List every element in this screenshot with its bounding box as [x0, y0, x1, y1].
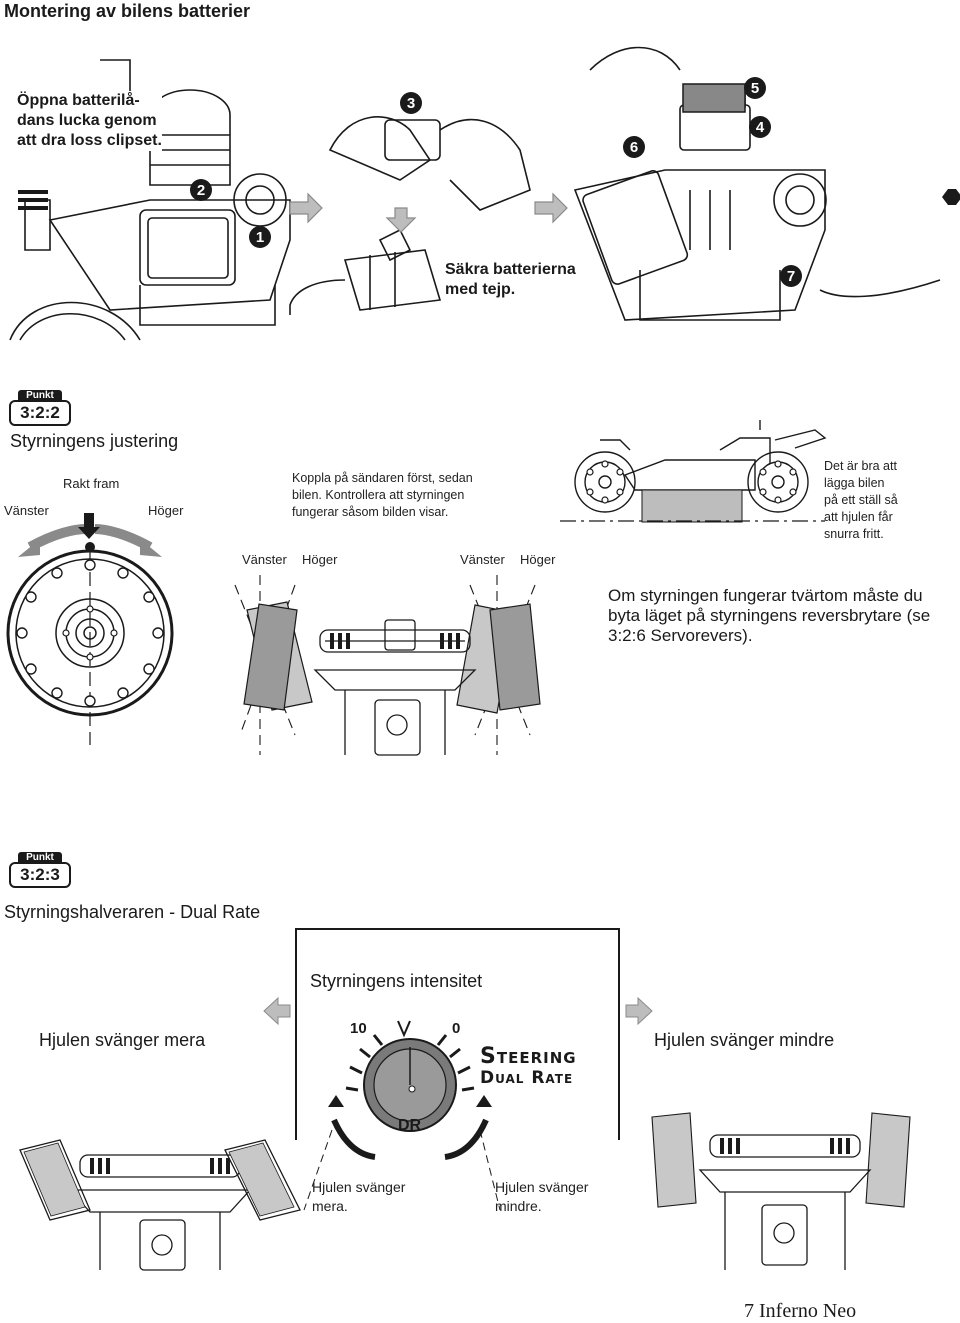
turns-less-label: Hjulen svänger mindre: [654, 1030, 835, 1050]
arrow-right-icon: [534, 192, 568, 224]
stand-block: [641, 489, 743, 523]
reverse-switch-note: Om styrningen fungerar tvärtom måste du …: [608, 586, 931, 645]
car-front-less: [640, 1105, 930, 1270]
arrow-down-icon: [78, 513, 100, 539]
battery-line-art: [9, 46, 960, 341]
badge-tab: Punkt: [18, 852, 62, 864]
step-1: 1: [256, 229, 264, 246]
dial-guide-lines: [303, 1129, 501, 1211]
open-battery-instruction: Öppna batterilå- dans lucka genom att dr…: [17, 91, 162, 151]
arrow-right-icon: [625, 996, 653, 1026]
wheel-label-left: Vänster: [4, 503, 49, 518]
chassis-label-right-b: Höger: [520, 552, 556, 567]
turns-more-label: Hjulen svänger mera: [39, 1030, 206, 1050]
steering-wheel-diagram: [0, 505, 180, 745]
wheel-label-straight: Rakt fram: [63, 476, 120, 491]
dial-dr-label: DR: [398, 1117, 422, 1134]
section-badge-3-2-3: Punkt 3:2:3: [9, 852, 71, 888]
dial-max-label: 10: [350, 1020, 367, 1037]
badge-number: 3:2:3: [9, 862, 71, 888]
battery-pack-shape: [682, 83, 746, 113]
arrow-left-icon: [18, 539, 40, 557]
stand-advice: Det är bra att lägga bilen på ett ställ …: [824, 459, 898, 541]
dual-rate-section-title: Styrningshalveraren - Dual Rate: [4, 902, 261, 922]
intensity-label: Styrningens intensitet: [310, 971, 483, 991]
step-7: 7: [787, 268, 795, 285]
car-front-more: [10, 1120, 310, 1271]
arrow-right-icon: [140, 539, 162, 557]
step-4: 4: [756, 119, 765, 136]
dual-rate-word: Dual Rate: [480, 1068, 574, 1088]
step-6: 6: [630, 139, 638, 156]
hexagon-mark-icon: [942, 189, 960, 205]
dual-rate-frame: [295, 928, 620, 1140]
below-turns-less: Hjulen svänger mindre.: [495, 1179, 589, 1214]
chassis-label-left-a: Vänster: [242, 552, 287, 567]
arrow-up-icon: [476, 1095, 492, 1107]
badge-number: 3:2:2: [9, 400, 71, 426]
wheel-label-right: Höger: [148, 503, 184, 518]
step-5: 5: [751, 80, 759, 97]
step-2: 2: [197, 182, 205, 199]
chassis-label-left-b: Vänster: [460, 552, 505, 567]
connect-transmitter-instruction: Koppla på sändaren först, sedan bilen. K…: [292, 471, 473, 519]
page-title: Montering av bilens batterier: [4, 1, 251, 21]
arrow-right-icon: [289, 192, 323, 224]
chassis-label-right-a: Höger: [302, 552, 338, 567]
tape-battery-instruction: Säkra batterierna med tejp.: [445, 261, 576, 298]
dual-rate-dial[interactable]: [320, 1015, 500, 1165]
pointer-icon: [397, 1020, 411, 1038]
badge-tab: Punkt: [18, 390, 62, 402]
steering-section-title: Styrningens justering: [10, 431, 179, 451]
section-badge-3-2-2: Punkt 3:2:2: [9, 390, 71, 426]
step-3: 3: [407, 95, 415, 112]
dial-min-label: 0: [452, 1020, 461, 1037]
step-markers: 1 2 3 4 5 6 7: [0, 40, 960, 350]
arrow-up-icon: [328, 1095, 344, 1107]
car-on-stand-illustration: [560, 420, 827, 530]
arrow-down-icon: [385, 207, 417, 233]
battery-illustration: [0, 40, 960, 350]
steering-word: Steering: [480, 1044, 577, 1069]
below-turns-more: Hjulen svänger mera.: [312, 1179, 406, 1214]
page-footer: 7 Inferno Neo: [744, 1300, 857, 1322]
front-axle-diagram: [234, 575, 560, 756]
arrow-left-icon: [263, 996, 291, 1026]
